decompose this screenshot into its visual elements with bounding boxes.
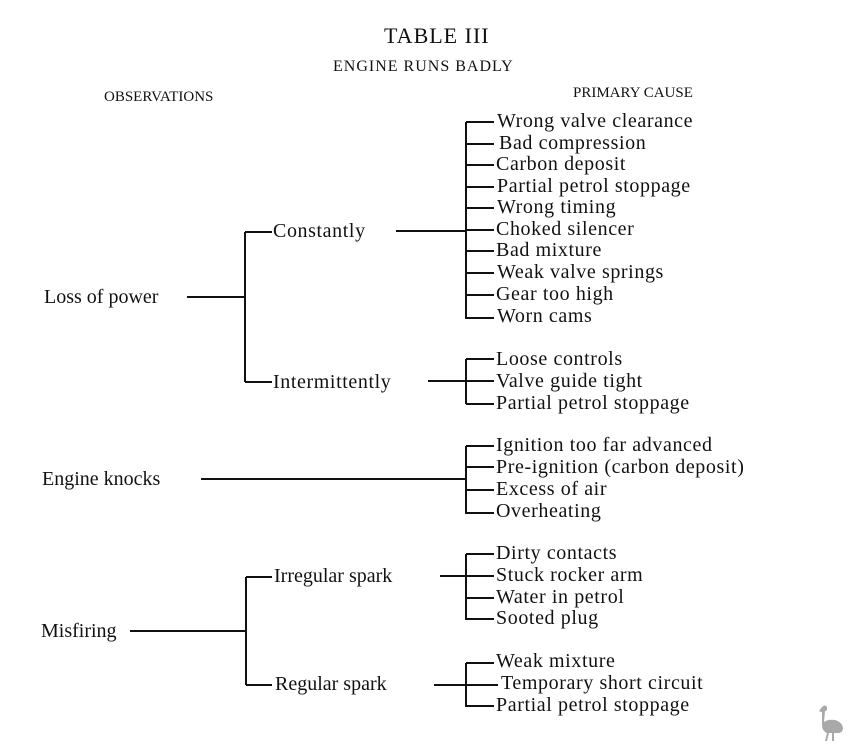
branch-intermittently: Intermittently [273,371,392,393]
cause-item: Weak mixture [496,650,616,672]
observation-loss-of-power: Loss of power [44,286,159,308]
cause-item: Partial petrol stoppage [497,175,691,197]
emu-icon [819,705,843,741]
cause-item: Overheating [496,500,602,522]
table-subtitle: ENGINE RUNS BADLY [333,58,514,75]
cause-item: Pre-ignition (carbon deposit) [496,456,745,478]
table-title: TABLE III [384,23,490,48]
observation-misfiring: Misfiring [41,620,117,642]
cause-item: Water in petrol [496,586,625,608]
cause-item: Wrong valve clearance [497,110,694,132]
cause-item: Temporary short circuit [501,672,704,694]
cause-item: Bad compression [499,132,647,154]
branch-irregular-spark: Irregular spark [274,565,393,587]
observation-engine-knocks: Engine knocks [42,468,161,490]
primary-cause-header: PRIMARY CAUSE [573,85,693,101]
cause-item: Loose controls [496,348,623,370]
branch-regular-spark: Regular spark [275,673,387,695]
cause-item: Wrong timing [497,196,617,218]
observations-header: OBSERVATIONS [104,89,214,105]
cause-item: Weak valve springs [497,261,664,283]
cause-item: Gear too high [496,283,614,305]
cause-item: Sooted plug [496,607,599,629]
branch-constantly: Constantly [273,220,366,242]
cause-item: Worn cams [497,305,593,327]
cause-item: Valve guide tight [496,370,643,392]
cause-item: Partial petrol stoppage [496,392,690,414]
cause-item: Choked silencer [496,218,635,240]
cause-item: Partial petrol stoppage [496,694,690,716]
cause-item: Dirty contacts [496,542,618,564]
cause-item: Excess of air [496,478,608,500]
cause-item: Carbon deposit [496,153,627,175]
cause-item: Ignition too far advanced [496,434,713,456]
cause-item: Bad mixture [496,239,603,261]
cause-item: Stuck rocker arm [496,564,644,586]
